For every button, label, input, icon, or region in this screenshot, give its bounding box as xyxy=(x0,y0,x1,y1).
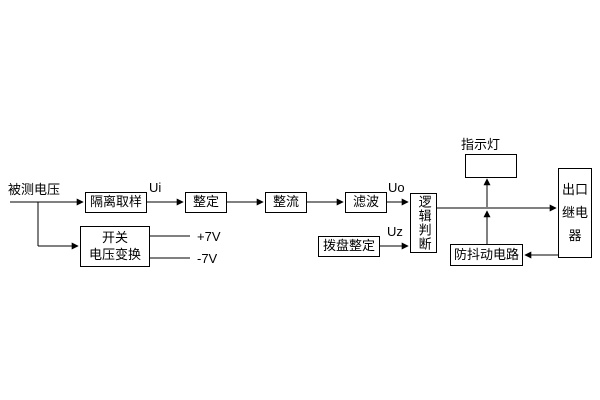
switch-converter-line2: 电压变换 xyxy=(88,246,141,262)
block-isolation-sampling: 隔离取样 xyxy=(85,192,147,213)
output-relay-line1: 出口 xyxy=(561,181,588,197)
block-anti-jitter-circuit: 防抖动电路 xyxy=(450,244,523,266)
signal-uo-label: Uo xyxy=(388,180,405,195)
output-relay-line2: 继电 xyxy=(561,204,588,220)
indicator-lamp-label: 指示灯 xyxy=(461,137,501,152)
block-dial-setting: 拨盘整定 xyxy=(318,236,380,257)
minus-7v-label: -7V xyxy=(197,251,218,266)
block-setting: 整定 xyxy=(185,192,227,213)
block-rectifier: 整流 xyxy=(265,192,307,213)
input-voltage-label: 被测电压 xyxy=(8,182,61,197)
output-relay-line3: 器 xyxy=(568,228,582,244)
block-output-relay: 出口 继电 器 xyxy=(558,168,592,258)
signal-uz-label: Uz xyxy=(387,224,403,239)
plus-7v-label: +7V xyxy=(197,229,221,244)
signal-ui-label: Ui xyxy=(149,180,162,195)
indicator-lamp-box xyxy=(465,154,517,178)
block-switch-voltage-converter: 开关 电压变换 xyxy=(80,226,150,267)
block-logic-judgment: 逻辑判断 xyxy=(410,193,437,253)
logic-judgment-text: 逻辑判断 xyxy=(416,195,432,251)
block-filter: 滤波 xyxy=(345,192,387,213)
switch-converter-line1: 开关 xyxy=(101,230,128,246)
